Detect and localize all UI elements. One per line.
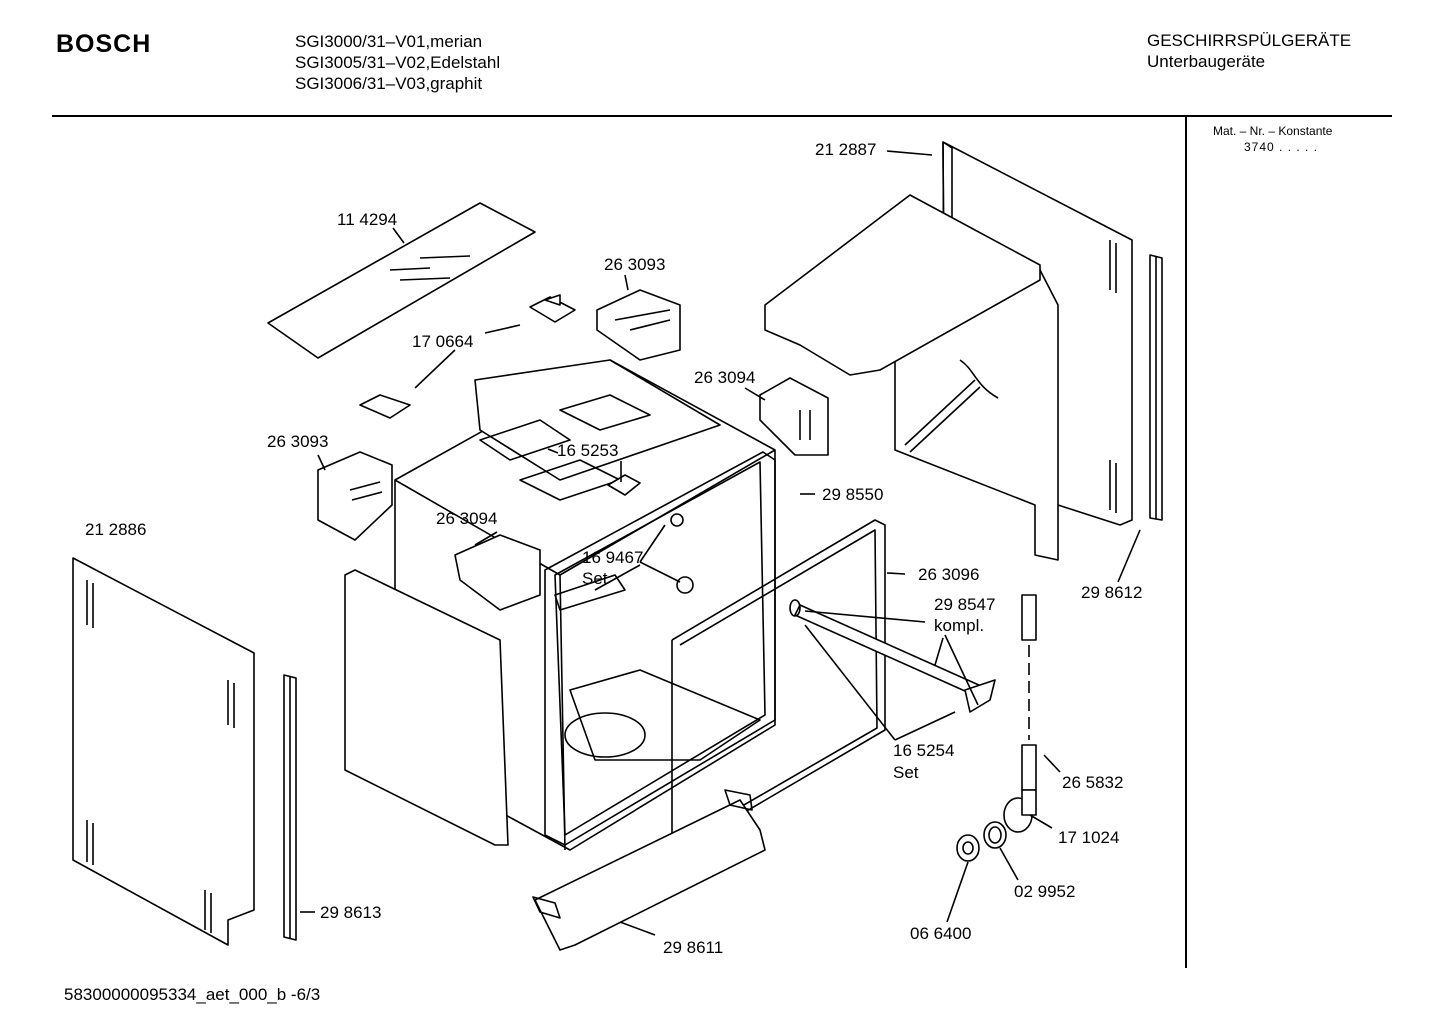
part-label: 17 1024 [1058, 828, 1119, 847]
part-label: kompl. [934, 616, 984, 635]
leader-lines [300, 150, 1141, 936]
fitting-17-1024-drawing [1003, 789, 1037, 833]
part-label: 29 8611 [663, 938, 723, 957]
part-label: 06 6400 [910, 924, 971, 943]
clip-26-3094-right-drawing [759, 377, 829, 456]
exploded-parts-diagram: 21 2887 11 4294 26 3093 17 0664 26 3094 … [72, 140, 1163, 957]
mat-number-label: Mat. – Nr. – Konstante [1213, 124, 1333, 138]
category-subtitle: Unterbaugeräte [1147, 52, 1266, 71]
rail-29-8547-drawing [789, 599, 996, 713]
part-label: Set [893, 763, 919, 782]
part-label: Set [582, 569, 608, 588]
part-label: 26 5832 [1062, 773, 1123, 792]
part-label: 26 3093 [604, 255, 665, 274]
panel-21-2887-drawing [764, 141, 1133, 561]
bracket-17-0664-drawing [359, 294, 576, 419]
category-title: GESCHIRRSPÜLGERÄTE [1147, 31, 1352, 50]
base-plate-29-8611-drawing [532, 789, 766, 951]
mat-number-value: 3740 . . . . . [1244, 140, 1319, 154]
front-panel-drawing [344, 569, 509, 846]
part-label: 26 3096 [918, 565, 979, 584]
part-label: 16 9467 [582, 548, 643, 567]
ring-02-9952-drawing [983, 821, 1007, 849]
part-label: 29 8550 [822, 485, 883, 504]
hose-26-5832-drawing [1021, 594, 1037, 791]
clip-26-3093-top-drawing [596, 289, 681, 361]
side-panel-21-2886-drawing [72, 557, 255, 946]
part-label: 17 0664 [412, 332, 473, 351]
part-label: 21 2886 [85, 520, 146, 539]
ring-06-6400-drawing [956, 834, 980, 862]
clip-26-3094-tub-drawing [454, 534, 541, 611]
part-label: 29 8613 [320, 903, 381, 922]
trim-strip-29-8612-drawing [1149, 254, 1163, 521]
bracket-16-5253-drawing [607, 474, 641, 496]
model-line-1: SGI3000/31–V01,merian [295, 32, 483, 51]
part-label: 26 3093 [267, 432, 328, 451]
part-label: 11 4294 [337, 210, 397, 229]
sidebar-divider [1185, 116, 1187, 968]
part-label: 26 3094 [436, 509, 497, 528]
header-divider [52, 115, 1392, 117]
trim-strip-29-8613-drawing [283, 674, 297, 941]
door-seal-26-3096-drawing [544, 451, 776, 846]
part-label: 26 3094 [694, 368, 755, 387]
clip-26-3093-left-drawing [317, 451, 393, 541]
part-label: 02 9952 [1014, 882, 1075, 901]
document-id-footer: 58300000095334_aet_000_b -6/3 [64, 985, 321, 1004]
part-label: 21 2887 [815, 140, 876, 159]
model-line-2: SGI3005/31–V02,Edelstahl [295, 53, 501, 72]
brand-logo: BOSCH [56, 30, 152, 58]
model-line-3: SGI3006/31–V03,graphit [295, 74, 483, 93]
part-label: 29 8547 [934, 595, 995, 614]
part-label: 16 5253 [557, 441, 618, 460]
part-label: 29 8612 [1081, 583, 1142, 602]
bracket-16-9467-drawing [670, 513, 694, 594]
part-label: 16 5254 [893, 741, 954, 760]
insulation-mat-11-4294-drawing [267, 202, 536, 359]
